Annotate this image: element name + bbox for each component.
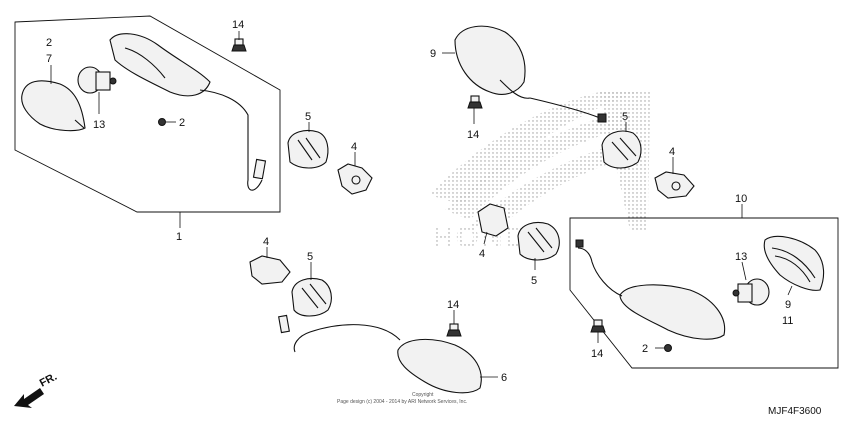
screw-2-left xyxy=(158,118,166,126)
bulb-12 xyxy=(77,66,117,94)
diagram-code: MJF4F3600 xyxy=(768,406,822,417)
bolt-14-top-left xyxy=(231,38,247,52)
assembly-frame-1 xyxy=(14,15,281,213)
callout-4-right-upper: 4 xyxy=(669,146,675,158)
lens-3-7 xyxy=(21,80,86,132)
callout-2-right: 2 xyxy=(642,343,648,355)
callout-14-top-left: 14 xyxy=(232,19,244,31)
bolt-14-lower-right xyxy=(590,319,606,333)
copyright-line-2: Page design (c) 2004 - 2014 by ARI Netwo… xyxy=(337,399,467,405)
callout-2-left: 2 xyxy=(179,117,185,129)
socket-5-left-upper xyxy=(287,129,329,169)
callout-10: 10 xyxy=(735,193,747,205)
front-direction-indicator: FR. xyxy=(14,371,59,408)
grommet-4-right-upper xyxy=(654,171,695,199)
callout-7: 7 xyxy=(46,53,52,65)
callout-9: 9 xyxy=(785,299,791,311)
callout-5-lower-left: 5 xyxy=(307,251,313,263)
callout-8: 9 xyxy=(430,48,436,60)
bolt-14-lower-center xyxy=(446,323,462,337)
copyright-line-1: Copyright xyxy=(412,392,434,398)
callout-4-lower-left: 4 xyxy=(263,236,269,248)
callout-14-right-upper: 14 xyxy=(467,129,479,141)
grommet-4-left-upper xyxy=(337,163,373,195)
callout-13: 13 xyxy=(735,251,747,263)
socket-5-center xyxy=(517,221,560,261)
callout-5-right-upper: 5 xyxy=(622,111,628,123)
front-arrow-icon xyxy=(14,388,44,408)
callout-3: 2 xyxy=(46,37,52,49)
bulb-13 xyxy=(732,278,770,306)
winker-housing-8 xyxy=(454,25,607,123)
callout-5-center: 5 xyxy=(531,275,537,287)
socket-5-lower-left xyxy=(291,277,332,317)
winker-housing-10 xyxy=(575,239,726,340)
bolt-14-right-upper xyxy=(467,95,483,109)
winker-housing-6 xyxy=(278,314,482,394)
assembly-frame-10 xyxy=(569,217,839,369)
callout-4-center: 4 xyxy=(479,248,485,260)
callout-11: 11 xyxy=(782,315,793,327)
screw-2-right xyxy=(664,344,672,352)
leader-lines xyxy=(50,31,793,378)
grommet-4-center xyxy=(477,203,509,237)
winker-housing-1 xyxy=(109,33,267,191)
callout-12: 13 xyxy=(93,119,105,131)
callout-numbers: 2 7 13 2 14 1 5 4 9 14 5 4 4 5 4 5 14 6 … xyxy=(46,19,793,384)
callout-4-left-upper: 4 xyxy=(351,141,357,153)
callout-1: 1 xyxy=(176,231,182,243)
grommet-4-lower-left xyxy=(249,255,291,285)
direction-label: FR. xyxy=(38,371,59,390)
socket-5-right-upper xyxy=(601,130,642,169)
callout-14-lower-center: 14 xyxy=(447,299,459,311)
callout-6: 6 xyxy=(501,372,507,384)
callout-14-lower-right: 14 xyxy=(591,348,603,360)
callout-5-left-upper: 5 xyxy=(305,111,311,123)
lens-9-11 xyxy=(763,235,825,291)
